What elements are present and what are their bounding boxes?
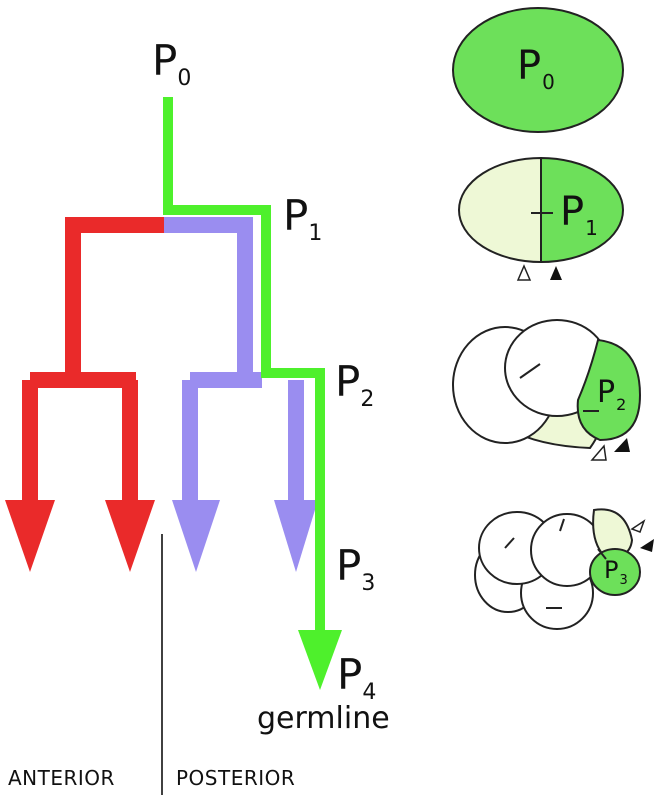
embryo-3-p2-cell <box>576 338 642 442</box>
p4-label: P4 <box>337 650 376 705</box>
embryo-4-spindle-mark-b <box>559 518 565 532</box>
embryo-4-spindle-mark-a <box>504 537 515 549</box>
embryo-3-spindle-mark-a <box>519 363 541 379</box>
lineage-tree <box>5 97 342 795</box>
posterior-branch-paths <box>164 217 304 500</box>
embryo-8-cell <box>474 508 654 630</box>
anterior-arrowhead-right <box>105 500 155 572</box>
anterior-branch-paths <box>22 217 164 500</box>
posterior-lineage <box>164 217 318 572</box>
embryo-3-p2-label: P2 <box>597 375 627 414</box>
germline-label: germline <box>257 701 390 736</box>
p0-label: P0 <box>152 36 191 91</box>
embryo-2-posterior-marker-icon <box>550 266 562 280</box>
embryo-4-posterior-marker-icon <box>640 539 654 552</box>
germline-arrowhead <box>298 630 342 690</box>
p1-label: P1 <box>283 191 322 246</box>
anterior-arrowhead-left <box>5 500 55 572</box>
posterior-arrowhead-right <box>274 500 318 572</box>
posterior-arrowhead-left <box>172 500 220 572</box>
p2-label: P2 <box>335 357 374 412</box>
germline-path <box>163 97 325 632</box>
germline-lineage <box>163 97 342 690</box>
anterior-label: ANTERIOR <box>8 766 115 790</box>
anterior-lineage <box>5 217 164 572</box>
embryo-2-anterior-marker-icon <box>516 264 532 281</box>
embryo-4-cell <box>452 319 642 461</box>
embryo-2-cell <box>458 156 624 281</box>
embryo-2-anterior-cell <box>458 156 542 264</box>
embryo-1-p0-label: P0 <box>517 43 555 94</box>
embryo-4-p3-cell <box>589 548 641 596</box>
embryo-4-anterior-marker-icon <box>630 519 646 533</box>
embryo-4-p3-label: P3 <box>604 556 628 588</box>
embryo-1-p0-cell <box>452 7 624 133</box>
posterior-label: POSTERIOR <box>176 766 296 790</box>
embryo-2-p1-cell <box>540 156 624 264</box>
embryo-3-anterior-marker-icon <box>590 444 607 461</box>
p3-label: P3 <box>336 541 375 596</box>
embryo-2-p1-label: P1 <box>560 189 598 240</box>
embryo-4-spindle-mark-d <box>597 548 607 560</box>
embryo-1-cell <box>452 7 624 133</box>
embryo-3-posterior-marker-icon <box>614 438 630 452</box>
